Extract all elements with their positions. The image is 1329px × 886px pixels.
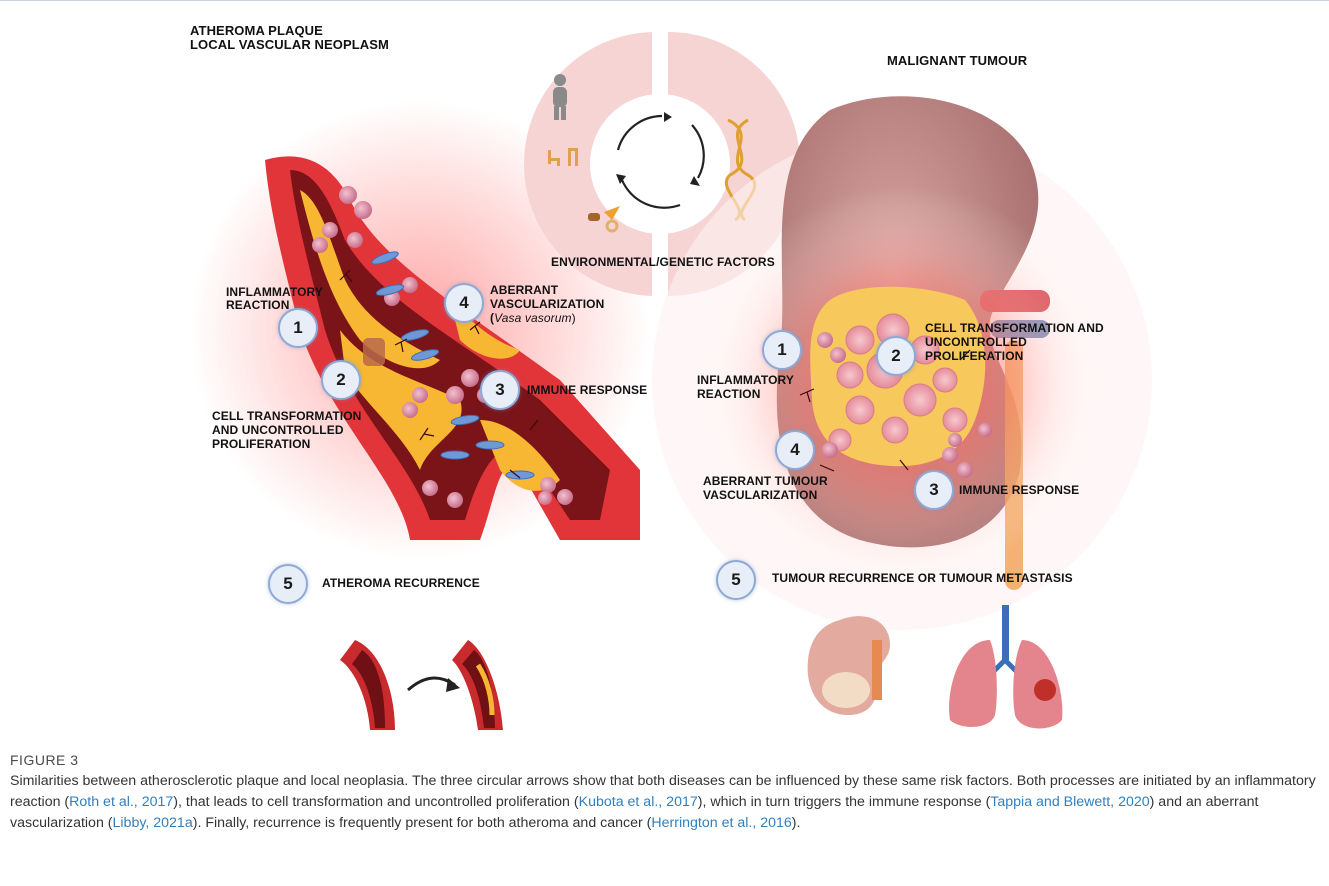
env-genetic-label: ENVIRONMENTAL/GENETIC FACTORS xyxy=(551,256,775,269)
right-step2-label-l2: UNCONTROLLED xyxy=(925,336,1027,349)
right-step4-label-l2: VASCULARIZATION xyxy=(703,489,817,502)
caption-text-2: ), that leads to cell transformation and… xyxy=(173,794,578,810)
recurrence-arteries xyxy=(340,640,503,730)
small-kidney-icon xyxy=(808,616,890,715)
left-step4-circle: 4 xyxy=(444,283,484,323)
ref-libby-2021a[interactable]: Libby, 2021a xyxy=(113,815,193,831)
left-step2-label-l3: PROLIFERATION xyxy=(212,438,310,451)
caption-text-5: ). Finally, recurrence is frequently pre… xyxy=(193,815,652,831)
left-step5-label: ATHEROMA RECURRENCE xyxy=(322,577,480,590)
right-title: MALIGNANT TUMOUR xyxy=(887,54,1027,68)
left-step3-label: IMMUNE RESPONSE xyxy=(527,384,647,397)
left-step4-paren-close: ) xyxy=(572,311,576,325)
right-step1-circle: 1 xyxy=(762,330,802,370)
right-step3-label: IMMUNE RESPONSE xyxy=(959,484,1079,497)
caption-text-6: ). xyxy=(792,815,801,831)
right-step4-label-l1: ABERRANT TUMOUR xyxy=(703,475,828,488)
left-step2-label-l2: AND UNCONTROLLED xyxy=(212,424,344,437)
right-step2-label-l3: PROLIFERATION xyxy=(925,350,1023,363)
left-step2-label-l1: CELL TRANSFORMATION xyxy=(212,410,361,423)
right-step5-label: TUMOUR RECURRENCE OR TUMOUR METASTASIS xyxy=(772,572,1073,585)
left-step4-italic: Vasa vasorum xyxy=(494,311,571,325)
left-step5-circle: 5 xyxy=(268,564,308,604)
left-title-line1: ATHEROMA PLAQUE xyxy=(190,24,323,38)
necrotic-chunk xyxy=(363,338,385,366)
left-step1-label-l2: REACTION xyxy=(226,299,289,312)
figure-illustration: ATHEROMA PLAQUE LOCAL VASCULAR NEOPLASM … xyxy=(0,0,1329,740)
left-step2-circle: 2 xyxy=(321,360,361,400)
right-step2-label-l1: CELL TRANSFORMATION AND xyxy=(925,322,1104,335)
left-step4-label-l1: ABERRANT xyxy=(490,284,558,297)
ref-roth-2017[interactable]: Roth et al., 2017 xyxy=(69,794,173,810)
caption-text: Similarities between atherosclerotic pla… xyxy=(10,771,1320,834)
right-step2-circle: 2 xyxy=(876,336,916,376)
right-step4-circle: 4 xyxy=(775,430,815,470)
right-step1-label-l2: REACTION xyxy=(697,388,760,401)
ref-herrington-2016[interactable]: Herrington et al., 2016 xyxy=(651,815,791,831)
caption-text-3: ), which in turn triggers the immune res… xyxy=(698,794,991,810)
right-step3-circle: 3 xyxy=(914,470,954,510)
left-step4-label-l2: VASCULARIZATION xyxy=(490,298,604,311)
right-step5-circle: 5 xyxy=(716,560,756,600)
figure-label: FIGURE 3 xyxy=(10,752,1320,768)
ref-tappia-2020[interactable]: Tappia and Blewett, 2020 xyxy=(990,794,1149,810)
lungs-icon xyxy=(949,605,1062,728)
left-step3-circle: 3 xyxy=(480,370,520,410)
figure-artwork xyxy=(0,0,1329,740)
ref-kubota-2017[interactable]: Kubota et al., 2017 xyxy=(579,794,698,810)
right-step1-label-l1: INFLAMMATORY xyxy=(697,374,794,387)
left-title-line2: LOCAL VASCULAR NEOPLASM xyxy=(190,38,389,52)
left-step4-label-l3: (Vasa vasorum) xyxy=(490,312,576,325)
left-step1-circle: 1 xyxy=(278,308,318,348)
figure-caption: FIGURE 3 Similarities between atheroscle… xyxy=(10,752,1320,834)
